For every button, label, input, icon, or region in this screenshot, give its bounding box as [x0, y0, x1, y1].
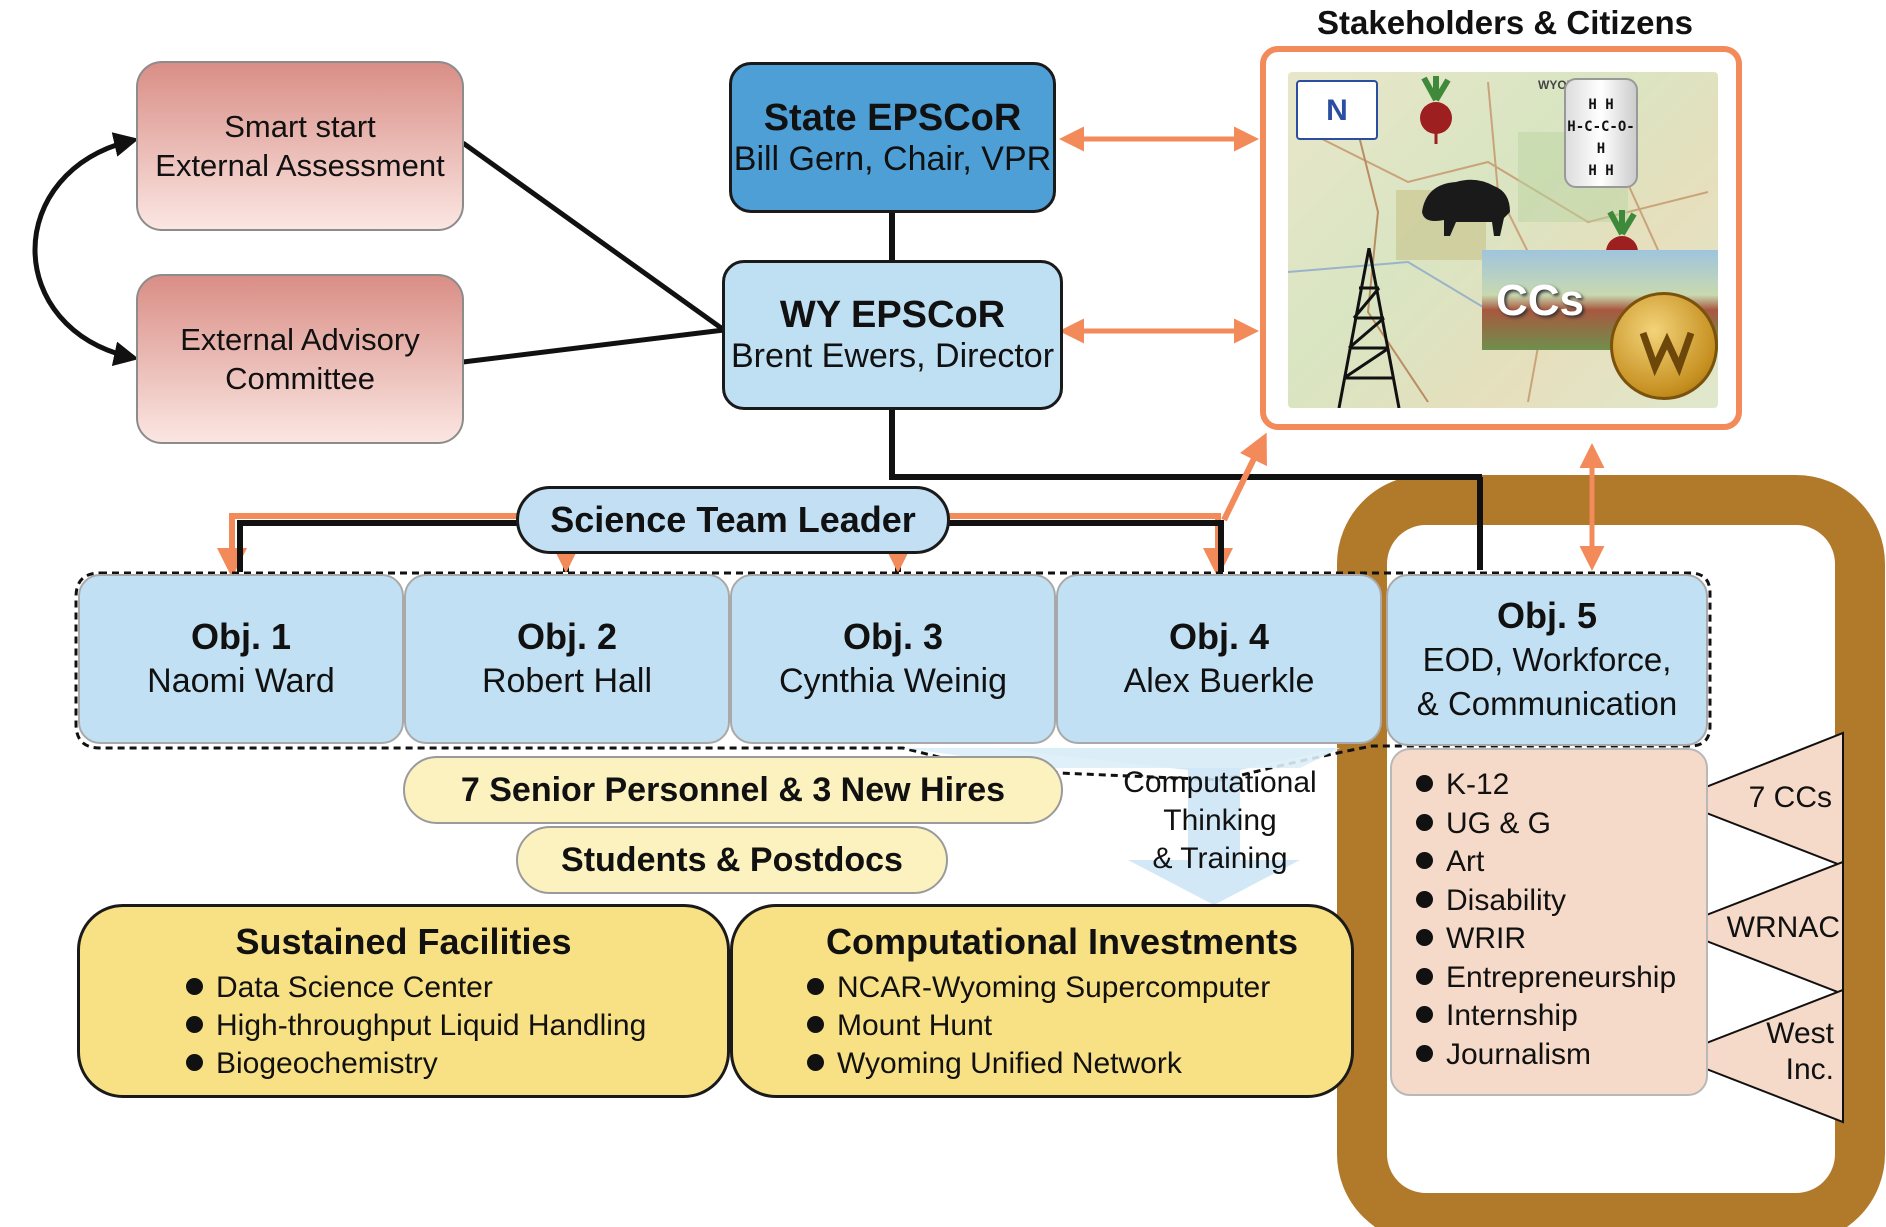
objective-5-line2: & Communication	[1416, 685, 1678, 722]
bison-icon	[1416, 172, 1516, 242]
state-epscor-box[interactable]: State EPSCoR Bill Gern, Chair, VPR	[729, 62, 1056, 213]
wyoming-map: N WYOMING H H H-C-C-O-H H H CCs	[1288, 72, 1718, 408]
list-item: Data Science Center	[184, 969, 727, 1007]
list-item: Mount Hunt	[805, 1007, 1351, 1045]
objective-label: Obj. 2	[516, 616, 618, 657]
list-item: K-12	[1414, 766, 1706, 805]
wy-epscor-box[interactable]: WY EPSCoR Brent Ewers, Director	[722, 260, 1063, 410]
advisory-line1: External Advisory	[180, 322, 420, 357]
n-logo: N	[1296, 80, 1378, 140]
smart-start-box[interactable]: Smart start External Assessment	[136, 61, 464, 231]
computational-thinking-label: Computational Thinking & Training	[1123, 766, 1317, 875]
objective-5-line1: EOD, Workforce,	[1422, 641, 1672, 678]
obj5-list: K-12 UG & G Art Disability WRIR Entrepre…	[1414, 766, 1706, 1074]
can-icon: H H H-C-C-O-H H H	[1564, 78, 1638, 188]
state-epscor-title: State EPSCoR	[763, 96, 1022, 139]
list-item: Journalism	[1414, 1036, 1706, 1075]
sustained-facilities-list: Data Science Center High-throughput Liqu…	[184, 969, 727, 1083]
obj5-frame	[1337, 475, 1885, 1227]
wy-epscor-subtitle: Brent Ewers, Director	[730, 337, 1055, 375]
objective-3[interactable]: Obj. 3 Cynthia Weinig	[730, 574, 1056, 744]
flag-wrnac: WRNAC	[1726, 911, 1840, 944]
objective-5-label: Obj. 5	[1496, 595, 1598, 636]
students-postdocs-pill[interactable]: Students & Postdocs	[516, 826, 948, 894]
list-item: NCAR-Wyoming Supercomputer	[805, 969, 1351, 1007]
list-item: Disability	[1414, 882, 1706, 921]
list-item: Internship	[1414, 997, 1706, 1036]
objective-label: Obj. 1	[190, 616, 292, 657]
list-item: WRIR	[1414, 920, 1706, 959]
flag-ccs: 7 CCs	[1748, 781, 1832, 814]
oil-rig-icon	[1324, 247, 1414, 408]
list-item: Wyoming Unified Network	[805, 1045, 1351, 1083]
objective-4[interactable]: Obj. 4 Alex Buerkle	[1056, 574, 1382, 744]
list-item: Art	[1414, 843, 1706, 882]
computational-investments-title: Computational Investments	[825, 921, 1299, 962]
objective-5[interactable]: Obj. 5 EOD, Workforce, & Communication	[1386, 574, 1708, 746]
obj5-list-panel: K-12 UG & G Art Disability WRIR Entrepre…	[1390, 748, 1708, 1096]
wy-epscor-title: WY EPSCoR	[779, 294, 1006, 336]
stakeholders-panel[interactable]: N WYOMING H H H-C-C-O-H H H CCs	[1260, 46, 1742, 430]
sustained-facilities-title: Sustained Facilities	[235, 921, 572, 962]
objective-label: Obj. 3	[842, 616, 944, 657]
objective-lead: Robert Hall	[481, 662, 653, 700]
smart-start-line2: External Assessment	[155, 148, 445, 183]
list-item: Entrepreneurship	[1414, 959, 1706, 998]
smart-start-line1: Smart start	[224, 109, 376, 144]
senior-personnel-pill[interactable]: 7 Senior Personnel & 3 New Hires	[403, 756, 1063, 824]
list-item: Biogeochemistry	[184, 1045, 727, 1083]
list-item: UG & G	[1414, 805, 1706, 844]
state-epscor-subtitle: Bill Gern, Chair, VPR	[733, 139, 1052, 178]
computational-investments-list: NCAR-Wyoming Supercomputer Mount Hunt Wy…	[805, 969, 1351, 1083]
objective-lead: Alex Buerkle	[1123, 662, 1315, 700]
objective-1[interactable]: Obj. 1 Naomi Ward	[78, 574, 404, 744]
computational-investments-box[interactable]: Computational Investments NCAR-Wyoming S…	[730, 904, 1354, 1098]
flag-west-inc: West Inc.	[1766, 1017, 1834, 1086]
ccs-label: CCs	[1496, 276, 1585, 325]
uw-seal-icon	[1610, 292, 1718, 400]
objective-lead: Naomi Ward	[147, 662, 335, 700]
stakeholders-title: Stakeholders & Citizens	[1317, 4, 1693, 41]
objective-lead: Cynthia Weinig	[778, 662, 1008, 700]
advisory-line2: Committee	[225, 361, 375, 396]
objective-label: Obj. 4	[1168, 616, 1270, 657]
objective-2[interactable]: Obj. 2 Robert Hall	[404, 574, 730, 744]
science-team-leader[interactable]: Science Team Leader	[516, 486, 950, 554]
list-item: High-throughput Liquid Handling	[184, 1007, 727, 1045]
advisory-committee-box[interactable]: External Advisory Committee	[136, 274, 464, 444]
beet-icon	[1414, 74, 1458, 144]
sustained-facilities-box[interactable]: Sustained Facilities Data Science Center…	[77, 904, 730, 1098]
